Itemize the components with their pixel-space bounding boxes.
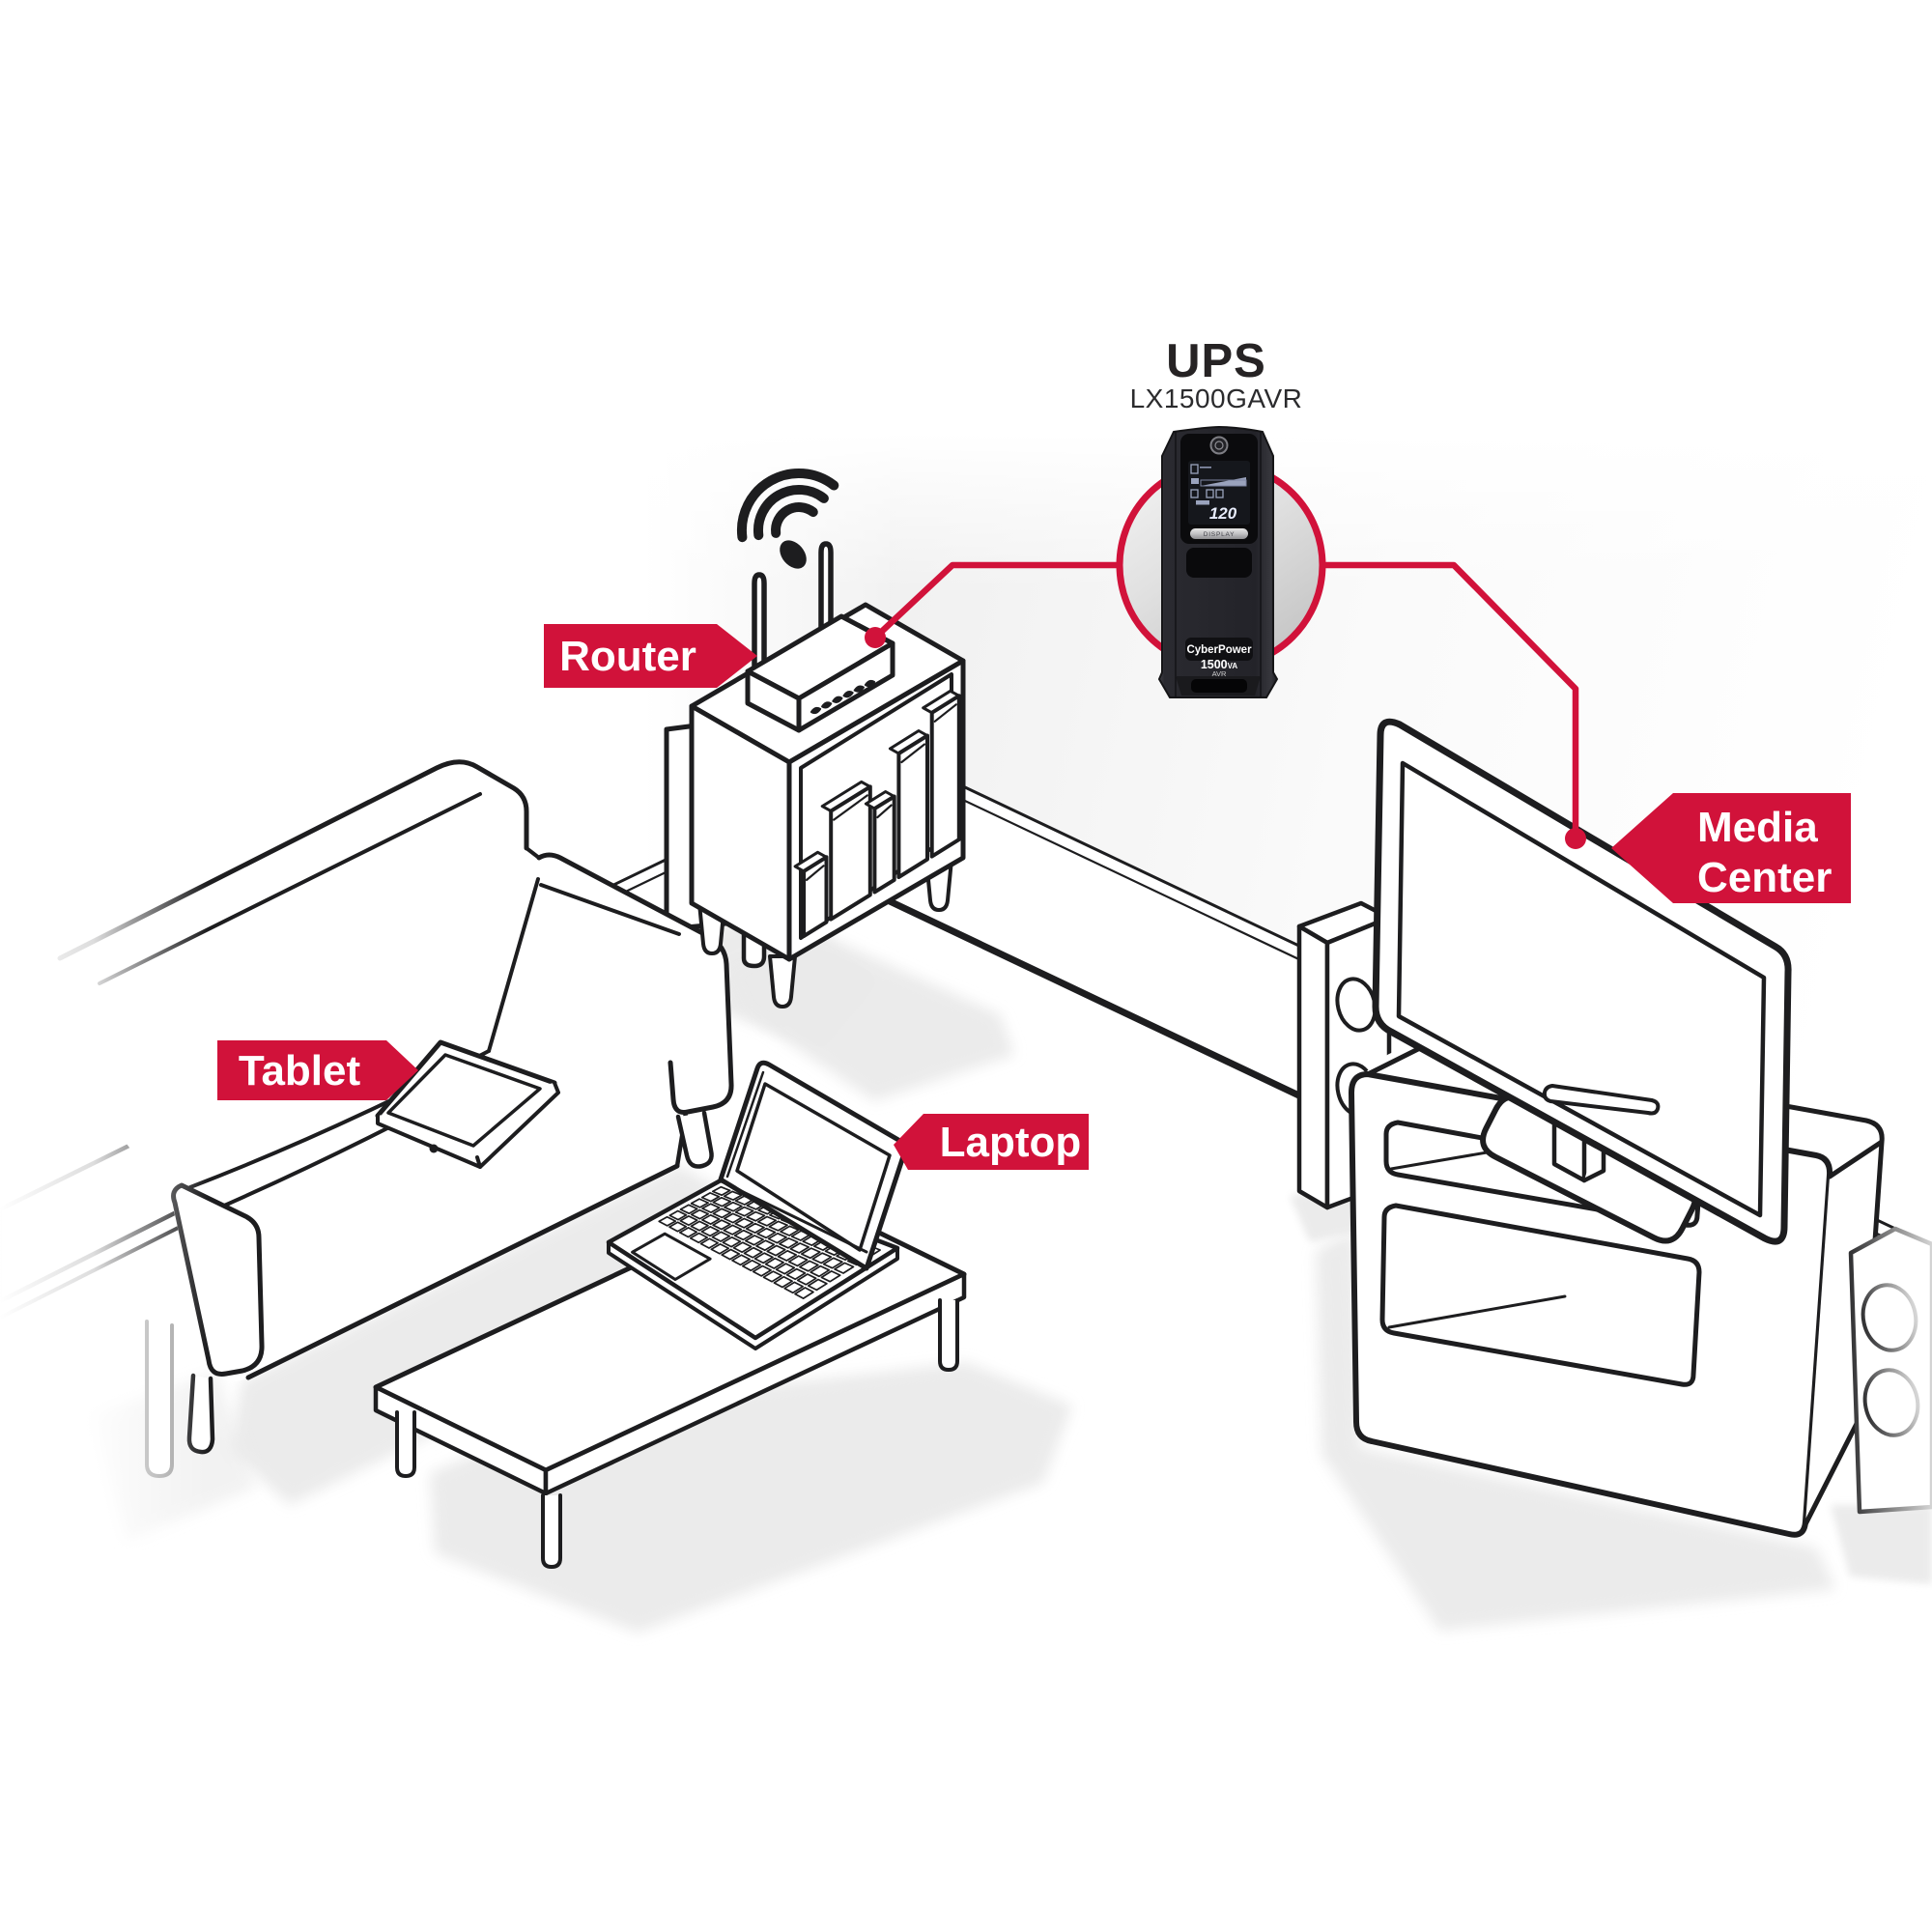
svg-text:Tablet: Tablet — [239, 1047, 361, 1094]
svg-text:AVR: AVR — [1212, 669, 1227, 678]
svg-text:CyberPower: CyberPower — [1186, 644, 1252, 656]
svg-text:Center: Center — [1697, 854, 1832, 901]
svg-text:1500VA: 1500VA — [1201, 658, 1238, 671]
svg-text:Media: Media — [1697, 804, 1818, 851]
svg-text:DISPLAY: DISPLAY — [1204, 531, 1236, 538]
svg-text:UPS: UPS — [1166, 335, 1266, 387]
svg-text:LX1500GAVR: LX1500GAVR — [1130, 384, 1303, 413]
svg-text:Laptop: Laptop — [940, 1119, 1082, 1166]
svg-text:120: 120 — [1209, 504, 1237, 523]
svg-text:Router: Router — [559, 633, 696, 680]
